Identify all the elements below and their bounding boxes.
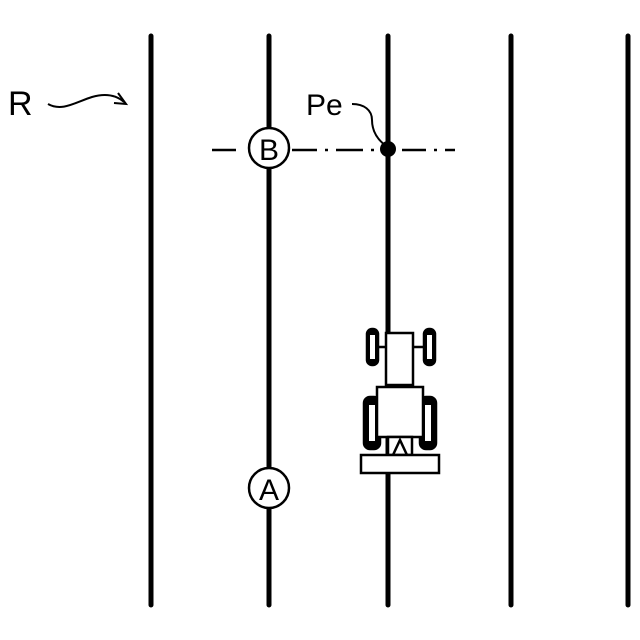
tractor-icon xyxy=(364,329,436,455)
field-rows xyxy=(151,36,628,605)
point-a-label: A xyxy=(259,474,279,507)
implement-bar-icon xyxy=(361,455,439,473)
end-point-leader-icon xyxy=(352,104,386,146)
end-point-dot xyxy=(380,141,396,157)
region-leader-icon xyxy=(48,95,124,107)
end-point-label: Pe xyxy=(306,89,343,122)
point-b-label: B xyxy=(259,134,279,167)
region-label: R xyxy=(8,85,33,123)
